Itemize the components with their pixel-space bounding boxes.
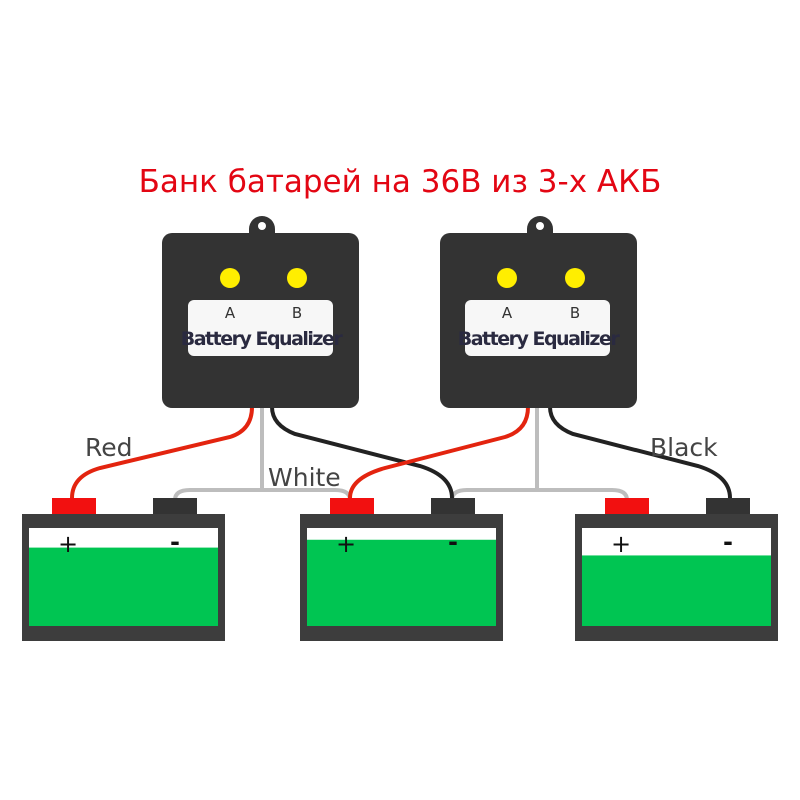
battery-2: +- bbox=[300, 498, 503, 641]
positive-terminal bbox=[52, 498, 96, 515]
battery-charge-fill bbox=[29, 547, 218, 626]
battery-charge-fill bbox=[582, 555, 771, 626]
diagram-title: Банк батарей на 36В из 3-х АКБ bbox=[139, 164, 662, 200]
plus-sign: + bbox=[58, 530, 78, 558]
led-a-label: A bbox=[225, 304, 236, 322]
minus-sign: - bbox=[723, 528, 733, 556]
equalizer-name: Battery Equalizer bbox=[458, 328, 621, 350]
positive-terminal bbox=[605, 498, 649, 515]
battery-3: +- bbox=[575, 498, 778, 641]
black-wire-2 bbox=[548, 406, 732, 499]
wires bbox=[70, 406, 732, 501]
negative-terminal bbox=[431, 498, 475, 515]
led-a-icon bbox=[220, 268, 240, 288]
black-wire-1 bbox=[270, 406, 454, 499]
led-a-icon bbox=[497, 268, 517, 288]
plus-sign: + bbox=[611, 530, 631, 558]
white-wire-2 bbox=[450, 488, 629, 501]
black-wire-label: Black bbox=[650, 433, 718, 462]
battery-equalizer-2: A B Battery Equalizer bbox=[440, 216, 637, 408]
battery-equalizer-1: A B Battery Equalizer bbox=[162, 216, 359, 408]
led-b-label: B bbox=[292, 304, 302, 322]
negative-terminal bbox=[153, 498, 197, 515]
led-b-label: B bbox=[570, 304, 580, 322]
red-wire-1 bbox=[70, 406, 254, 499]
battery-charge-fill bbox=[307, 539, 496, 626]
minus-sign: - bbox=[170, 528, 180, 556]
led-b-icon bbox=[287, 268, 307, 288]
led-b-icon bbox=[565, 268, 585, 288]
minus-sign: - bbox=[448, 528, 458, 556]
white-wire-label: White bbox=[268, 463, 341, 492]
battery-1: +- bbox=[22, 498, 225, 641]
negative-terminal bbox=[706, 498, 750, 515]
plus-sign: + bbox=[336, 530, 356, 558]
red-wire-2 bbox=[348, 406, 530, 499]
led-a-label: A bbox=[502, 304, 513, 322]
equalizer-name: Battery Equalizer bbox=[181, 328, 344, 350]
red-wire-label: Red bbox=[85, 433, 133, 462]
positive-terminal bbox=[330, 498, 374, 515]
